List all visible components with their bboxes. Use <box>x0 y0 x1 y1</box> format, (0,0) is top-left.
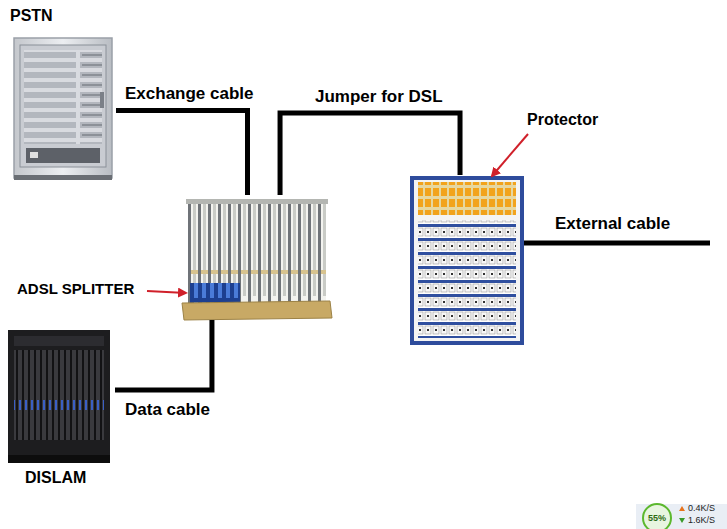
cable-label: Exchange cable <box>125 84 254 104</box>
frame-modules <box>188 203 326 303</box>
cabinet-units <box>24 50 102 144</box>
speed-value: 1.6K/S <box>688 515 715 525</box>
frame-top <box>186 199 328 204</box>
pstn-cabinet: PSTN <box>8 35 116 180</box>
leader-arrow <box>492 134 528 176</box>
distribution-frame: ADSL SPLITTER <box>180 195 330 320</box>
external-cable-line <box>524 241 710 246</box>
cable-label: Data cable <box>125 400 210 420</box>
dslam-cards <box>14 350 104 440</box>
cable-label: External cable <box>555 214 670 234</box>
protector-modules <box>418 182 516 215</box>
frame-base <box>182 301 332 320</box>
upload-arrow <box>679 506 685 511</box>
cabinet-door <box>20 45 106 167</box>
rack-frame <box>412 178 522 343</box>
status-percent: 55% <box>648 513 666 523</box>
dslam-base <box>8 455 110 463</box>
callout-label: ADSL SPLITTER <box>17 280 134 297</box>
dslam-art <box>8 330 110 463</box>
cabinet-body <box>14 38 112 178</box>
cable-label: Jumper for DSL <box>315 87 443 107</box>
equipment-label: DISLAM <box>25 469 86 487</box>
pstn-cabinet-art <box>14 38 112 180</box>
callout-label: Protector <box>527 111 598 129</box>
terminal-blocks <box>418 220 516 338</box>
protector-rack: Protector <box>410 175 525 345</box>
adsl-splitter-art <box>190 283 240 303</box>
door-handle <box>100 92 104 108</box>
distribution-frame-art <box>182 199 332 320</box>
dslam-top <box>14 336 104 346</box>
cable-connector <box>280 113 460 195</box>
cabinet-base <box>14 175 112 180</box>
equipment-label: PSTN <box>10 7 53 25</box>
protector-rack-art <box>412 178 522 343</box>
dslam-body <box>8 330 110 462</box>
dslam-cabinet: DISLAM <box>5 325 115 465</box>
cable-connector <box>115 320 212 390</box>
speed-value: 0.4K/S <box>688 503 715 513</box>
power-switch <box>30 152 38 158</box>
leader-arrow <box>147 291 186 293</box>
power-unit <box>26 148 100 163</box>
status-ring <box>643 504 671 529</box>
download-arrow <box>679 518 685 523</box>
cable-connector <box>116 110 248 195</box>
